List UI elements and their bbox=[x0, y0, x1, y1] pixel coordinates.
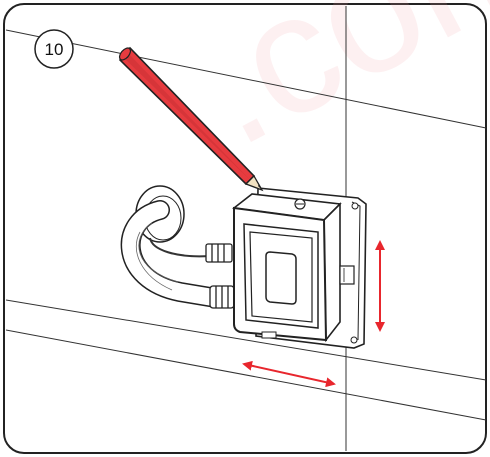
cable-glands bbox=[205, 243, 235, 309]
conduit-hose bbox=[120, 200, 226, 308]
horizontal-adjust-arrow bbox=[242, 360, 336, 388]
step-badge bbox=[34, 29, 74, 69]
pencil-icon bbox=[118, 46, 264, 192]
step-number: 10 bbox=[45, 40, 64, 59]
device-box bbox=[232, 193, 355, 343]
